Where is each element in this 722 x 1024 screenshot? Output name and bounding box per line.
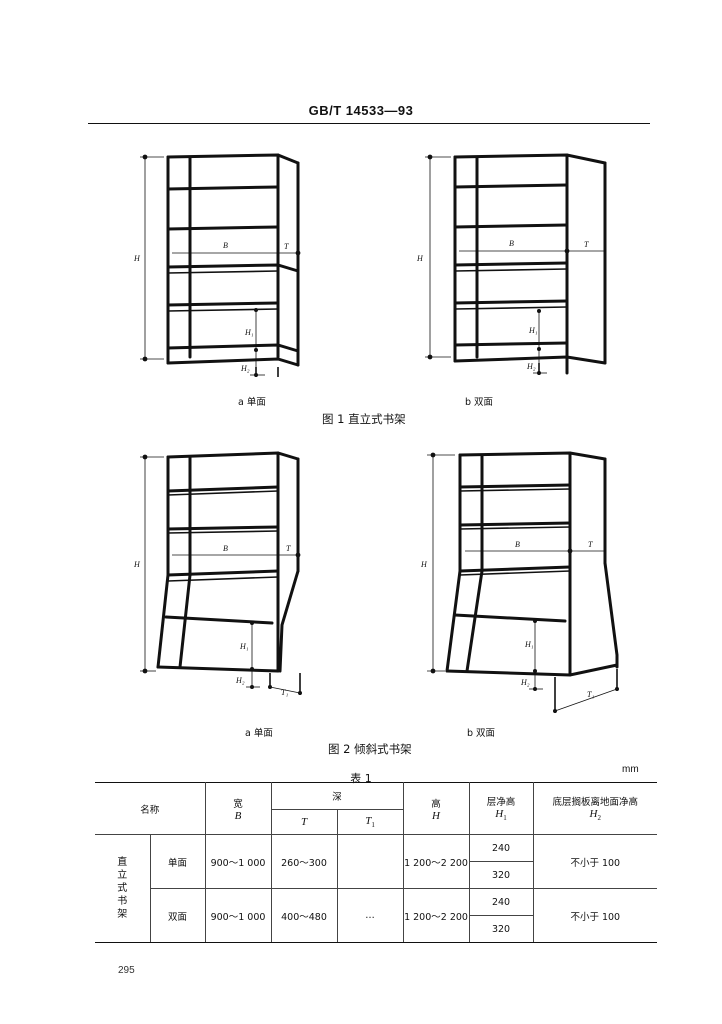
header-depth-t: T — [270, 809, 338, 835]
fig1a-label-T: T — [284, 242, 289, 251]
fig1b-label-H: H — [416, 254, 424, 263]
fig1a-label-B: B — [223, 241, 228, 250]
figure2-b-drawing: H B T H₁ H₂ T₁ — [405, 445, 635, 720]
fig2a-label-T1: T₁ — [281, 688, 288, 697]
row-type: 单面 — [149, 834, 206, 889]
figure2-a-drawing: H B T H₁ H₂ T₁ — [120, 445, 320, 710]
fig2b-label-H2: H₂ — [520, 678, 530, 687]
fig1b-label-H2: H₂ — [526, 362, 536, 371]
table-caption: 表 1 — [350, 772, 372, 785]
figure2-a-subcaption: a 单面 — [245, 728, 273, 739]
fig2a-label-B: B — [223, 544, 228, 553]
row-width: 900～1 000 — [204, 834, 272, 889]
fig2b-label-H1: H₁ — [524, 640, 534, 649]
row-height: 1 200～2 200 — [402, 888, 470, 943]
figure1-caption: 图 1 直立式书架 — [322, 412, 406, 426]
fig2b-label-B: B — [515, 540, 520, 549]
figure1-b-drawing: H B T H₁ H₂ — [405, 145, 615, 385]
row-depth-t: 260～300 — [270, 834, 338, 889]
fig1a-label-H: H — [133, 254, 141, 263]
fig1b-label-T: T — [584, 240, 589, 249]
fig2b-label-T1: T₁ — [587, 690, 594, 699]
fig1a-label-H2: H₂ — [240, 364, 250, 373]
row-clear-b: 320 — [468, 915, 534, 943]
figure1-b-subcaption: b 双面 — [465, 397, 494, 408]
group-label: 直立式书架 — [95, 834, 151, 943]
fig2b-label-H: H — [420, 560, 428, 569]
fig2a-label-T: T — [286, 544, 291, 553]
row-width: 900～1 000 — [204, 888, 272, 943]
fig1b-label-H1: H₁ — [528, 326, 538, 335]
header-depth-t1: T1 — [336, 809, 404, 835]
fig1a-label-H1: H₁ — [244, 328, 254, 337]
figure1-a-subcaption: a 单面 — [238, 397, 266, 408]
fig2a-label-H1: H₁ — [239, 642, 249, 651]
fig2a-label-H: H — [133, 560, 141, 569]
row-type: 双面 — [149, 888, 206, 943]
row-depth-t: 400～480 — [270, 888, 338, 943]
figure1-a-drawing: H B T H₁ H₂ — [120, 145, 320, 385]
header-depth: 深 — [270, 782, 404, 810]
row-clear-b: 320 — [468, 861, 534, 889]
figure2-b-subcaption: b 双面 — [467, 728, 496, 739]
header-rule — [88, 123, 650, 124]
table-unit: mm — [622, 764, 639, 775]
header-name: 名称 — [95, 782, 206, 835]
fig2a-label-H2: H₂ — [235, 676, 245, 685]
fig1b-label-B: B — [509, 239, 514, 248]
row-clear-a: 240 — [468, 834, 534, 862]
fig2b-label-T: T — [588, 540, 593, 549]
standard-number-header: GB/T 14533—93 — [308, 103, 414, 118]
figure2-caption: 图 2 倾斜式书架 — [328, 742, 412, 756]
row-bottom: 不小于 100 — [532, 834, 658, 889]
row-depth-t1 — [336, 834, 404, 889]
row-depth-t1: … — [336, 888, 404, 943]
row-height: 1 200～2 200 — [402, 834, 470, 889]
row-bottom: 不小于 100 — [532, 888, 658, 943]
page-number: 295 — [118, 965, 135, 976]
row-clear-a: 240 — [468, 888, 534, 916]
